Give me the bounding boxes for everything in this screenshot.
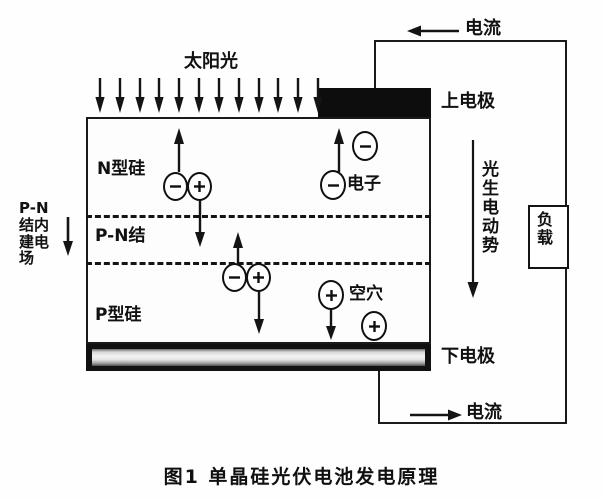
wire-bottom-electrode-riser (378, 370, 380, 424)
bottom-electrode-label: 下电极 (441, 346, 495, 367)
electron-circle-2 (222, 263, 247, 292)
wire-top-electrode-riser (374, 40, 376, 90)
electron-circle-legend-upper (352, 131, 378, 161)
hole-circle-1 (187, 172, 212, 201)
hole-circle-legend (318, 280, 344, 310)
hole-drift-arrow-1 (194, 200, 206, 248)
electron-legend-arrow (333, 128, 345, 172)
current-bottom-arrow (410, 408, 464, 422)
electron-circle-1 (163, 172, 188, 201)
hole-legend-arrow (325, 309, 337, 341)
hole-drift-arrow-2 (253, 291, 265, 335)
builtin-field-label: P-N 结内 建电 场 (19, 200, 49, 267)
hole-circle-2 (246, 263, 271, 292)
sunlight-label: 太阳光 (184, 51, 238, 72)
load-label: 负载 (534, 211, 553, 247)
photo-emf-label: 光生电动势 (478, 160, 498, 255)
wire-bottom-horizontal (378, 422, 567, 424)
n-type-silicon-label: N型硅 (97, 159, 146, 179)
wire-right-upper (565, 40, 567, 206)
current-top-label: 电流 (465, 18, 501, 39)
p-type-silicon-label: P型硅 (95, 305, 142, 325)
top-electrode-label: 上电极 (441, 91, 495, 112)
junction-line-upper (86, 215, 431, 218)
pn-junction-label: P-N结 (95, 226, 146, 246)
top-electrode-bar (318, 88, 431, 118)
hole-label: 空穴 (349, 284, 383, 304)
hole-circle-legend-lower (361, 311, 387, 341)
builtin-field-line-1: P-N (19, 199, 49, 217)
electron-label: 电子 (347, 174, 381, 194)
current-top-arrow (405, 24, 461, 38)
photo-emf-arrow (466, 140, 480, 300)
builtin-field-line-4: 场 (19, 249, 35, 268)
bottom-electrode-bar (86, 344, 431, 371)
load-box (528, 205, 569, 269)
electron-circle-legend (320, 170, 346, 200)
wire-right-lower (565, 264, 567, 424)
builtin-field-line-3: 建电 (19, 232, 50, 251)
wire-top-horizontal (374, 40, 567, 42)
figure-caption: 图1 单晶硅光伏电池发电原理 (163, 466, 440, 488)
bottom-electrode-texture (92, 349, 425, 366)
builtin-field-line-2: 结内 (19, 215, 50, 234)
current-bottom-label: 电流 (466, 402, 502, 423)
electron-drift-arrow-1 (173, 128, 185, 172)
builtin-field-arrow (62, 217, 74, 257)
sunlight-arrow-row (95, 78, 323, 114)
